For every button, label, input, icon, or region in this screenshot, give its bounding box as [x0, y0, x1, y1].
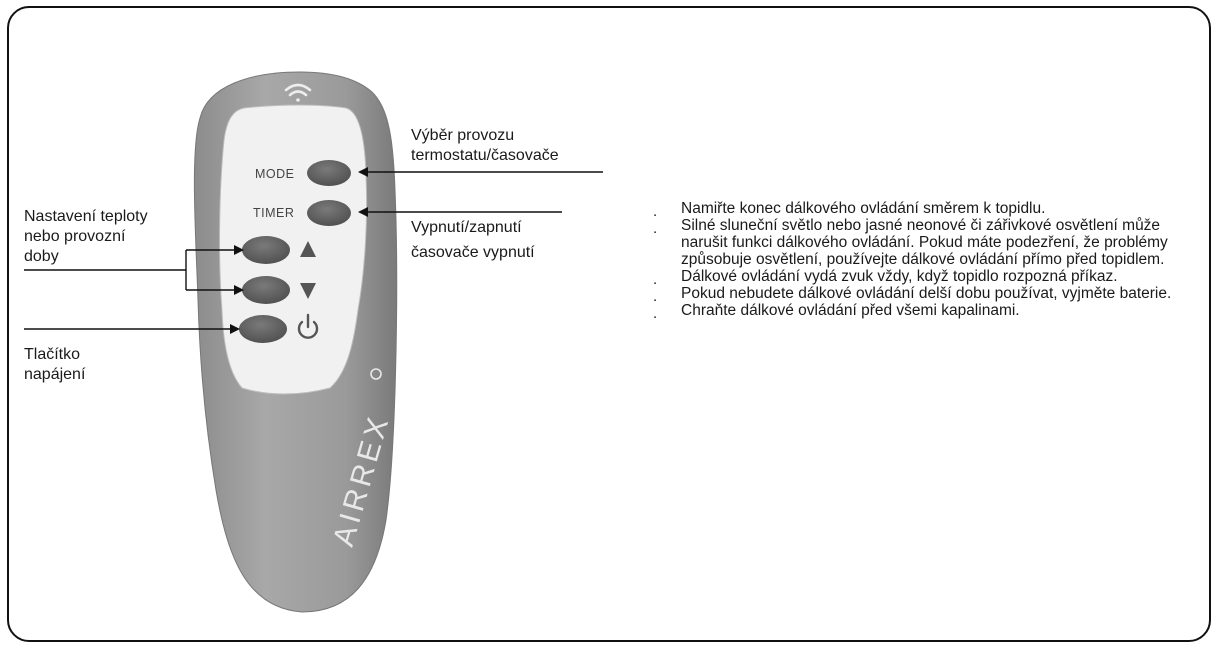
up-button[interactable]	[242, 236, 290, 264]
temp-callout-line1: Nastavení teploty	[24, 208, 148, 225]
list-item: .Silné sluneční světlo nebo jasné neonov…	[653, 217, 1168, 268]
timer-button[interactable]	[307, 200, 351, 226]
triangle-up-icon	[300, 241, 316, 257]
list-item: .Dálkové ovládání vydá zvuk vždy, když t…	[653, 268, 1118, 288]
bullet-icon: .	[653, 220, 658, 237]
notes-list: .Namiřte konec dálkového ovládání směrem…	[651, 200, 1191, 322]
callout-lines	[24, 167, 603, 334]
triangle-down-icon	[300, 283, 316, 299]
power-button[interactable]	[239, 315, 287, 343]
mode-callout-line1: Výběr provozu	[411, 127, 515, 144]
mode-callout-line2: termostatu/časovače	[411, 147, 559, 164]
down-button[interactable]	[242, 276, 290, 304]
diagram-frame	[7, 6, 1211, 642]
power-callout-line2: napájení	[24, 366, 86, 383]
temp-callout-line2: nebo provozní	[24, 228, 126, 245]
temp-callout-line3: doby	[24, 248, 59, 265]
bullet-icon: .	[653, 203, 658, 220]
timer-callout-line1: Vypnutí/zapnutí	[411, 219, 522, 236]
power-icon	[297, 313, 319, 339]
mode-text: MODE	[255, 167, 295, 181]
list-item: .Pokud nebudete dálkové ovládání delší d…	[653, 285, 1172, 305]
timer-text: TIMER	[253, 206, 294, 220]
wifi-signal-icon	[284, 83, 312, 102]
bullet-icon: .	[653, 271, 658, 288]
power-callout-line1: Tlačítko	[24, 346, 81, 363]
bullet-icon: .	[653, 288, 658, 305]
bullet-icon: .	[653, 305, 658, 322]
list-item: .Namiřte konec dálkového ovládání směrem…	[653, 200, 1046, 220]
list-item: .Chraňte dálkové ovládání před všemi kap…	[653, 302, 1020, 322]
brand-mark	[370, 368, 382, 380]
mode-button[interactable]	[307, 160, 351, 186]
timer-callout-line2: časovače vypnutí	[411, 244, 535, 261]
